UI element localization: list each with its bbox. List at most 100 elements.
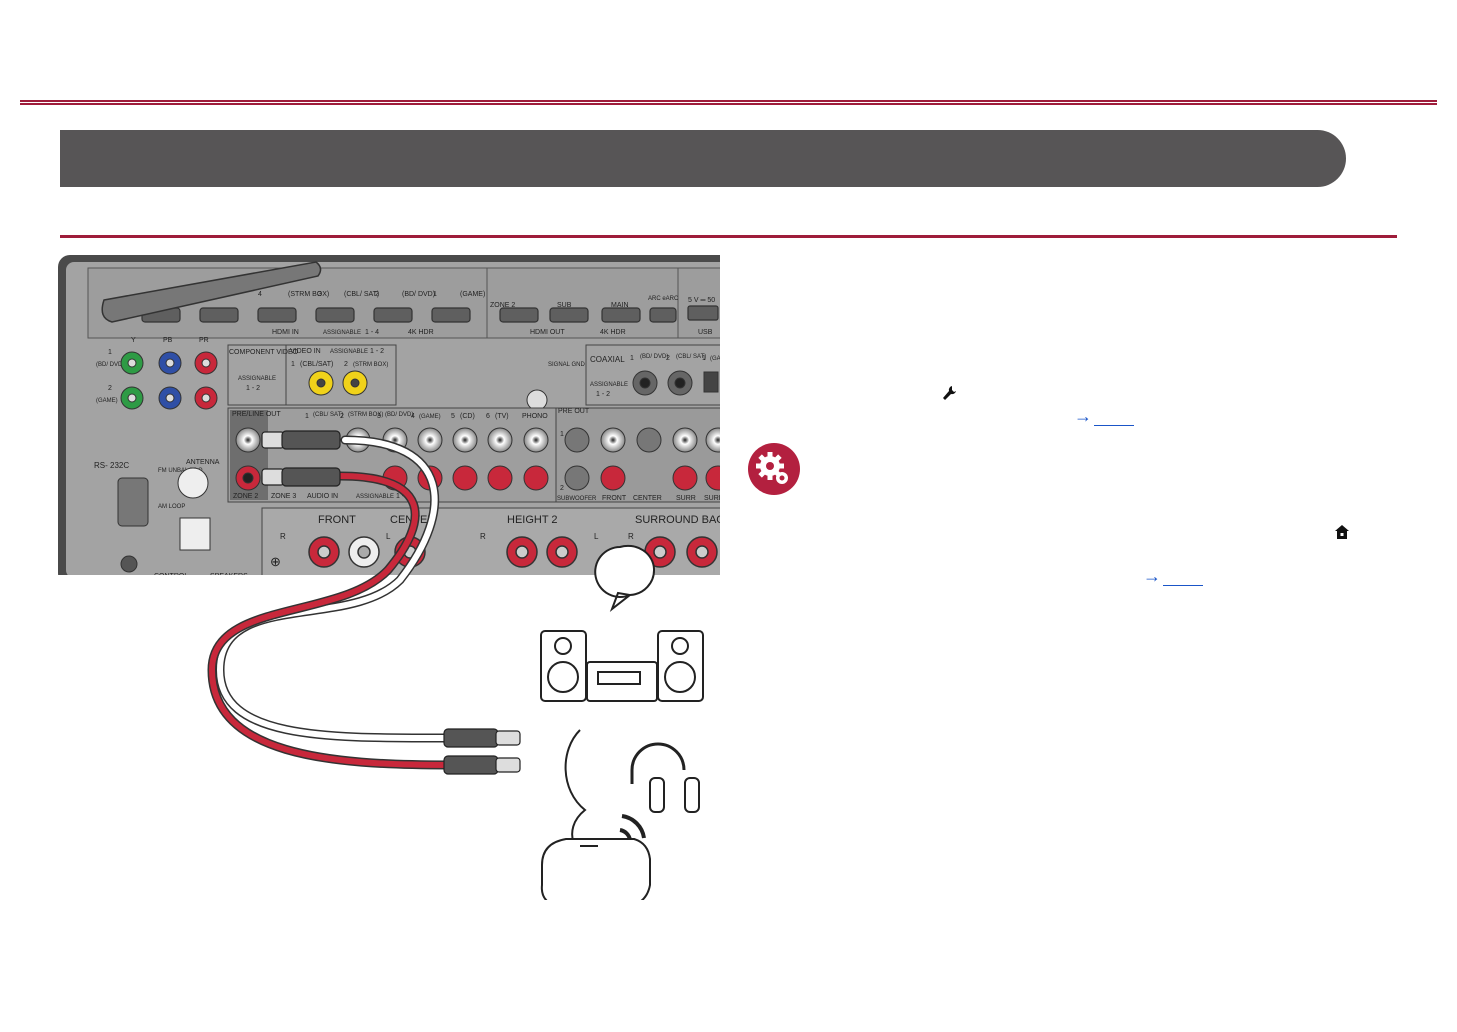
hdmi-in-4: 4 — [258, 291, 262, 298]
wireless-headphones-icon — [540, 729, 700, 900]
pre-out-surr-back: SURR — [704, 495, 724, 502]
hdmi-out-label: HDMI OUT — [530, 329, 565, 336]
hdmi-out-4k-hdr: 4K HDR — [600, 329, 626, 336]
gear-icon — [756, 452, 788, 484]
video-in-assignable: ASSIGNABLE — [330, 349, 368, 355]
audio-in-label: AUDIO IN — [307, 493, 338, 500]
usb-label: USB — [698, 329, 713, 336]
coaxial-range: 1 - 2 — [596, 391, 610, 398]
wireless-antenna — [101, 261, 322, 323]
rca-plugs-panel — [261, 430, 341, 487]
page-ref-link-1[interactable]: → — [1074, 406, 1134, 427]
hdmi-out-arc: ARC eARC — [648, 296, 679, 302]
hdmi-out-zone2: ZONE 2 — [490, 302, 515, 309]
connection-diagram: 4 (STRM BOX) 3 (CBL/ SAT) 2 (BD/ DVD) 1 … — [58, 255, 724, 900]
coaxial-1-num: 1 — [630, 355, 634, 362]
coaxial-2-num: 2 — [666, 355, 670, 362]
section-rule — [60, 235, 1397, 238]
hdmi-out-main: MAIN — [611, 302, 629, 309]
antenna-label: ANTENNA — [186, 459, 220, 466]
coaxial-1-name: (BD/ DVD) — [640, 354, 668, 360]
speaker-r3: R — [628, 532, 634, 541]
pre-out-sub-2: 2 — [560, 485, 564, 492]
hdmi-out-sub: SUB — [557, 302, 572, 309]
audio-in-3-name: (BD/ DVD) — [385, 412, 413, 418]
coaxial-assignable: ASSIGNABLE — [590, 382, 628, 388]
antenna-am: AM LOOP — [158, 504, 185, 510]
hdmi-in-1: 1 — [433, 291, 437, 298]
hdmi-in-cbl-sat: (CBL/ SAT) — [344, 291, 379, 298]
audio-in-2-name: (STRM BOX) — [348, 412, 383, 418]
signal-gnd: SIGNAL GND — [548, 362, 585, 368]
title-bar — [60, 130, 1346, 187]
audio-in-5-name: (CD) — [460, 413, 475, 420]
component-in2-num: 2 — [108, 385, 112, 392]
home-icon — [1335, 525, 1349, 539]
hdmi-in-strm-box: (STRM BOX) — [288, 291, 329, 298]
rca-cable — [207, 435, 453, 770]
optical-1-name: (GA — [710, 356, 721, 362]
audio-in-6-num: 6 — [486, 413, 490, 420]
page-ref-link-2[interactable]: → — [1143, 566, 1203, 587]
preline-out-label: PRE/LINE OUT — [232, 411, 281, 418]
speaker-plus: ⊕ — [270, 554, 281, 569]
component-assignable: ASSIGNABLE — [238, 376, 276, 382]
coaxial-label: COAXIAL — [590, 355, 625, 364]
zone2-label: ZONE 2 — [233, 493, 258, 500]
video-in-1-name: (CBL/SAT) — [300, 361, 333, 368]
speakers-label: SPEAKERS — [210, 573, 248, 580]
rear-panel: 4 (STRM BOX) 3 (CBL/ SAT) 2 (BD/ DVD) 1 … — [58, 255, 724, 580]
pre-out-subwoofer: SUBWOOFER — [557, 496, 597, 502]
component-range: 1 - 2 — [246, 385, 260, 392]
rca-plugs-free — [443, 728, 521, 775]
component-label: COMPONENT VIDEO — [229, 349, 299, 356]
optical-1-num: 1 — [702, 355, 706, 362]
hdmi-in-2: 2 — [375, 291, 379, 298]
video-in-label: VIDEO IN — [290, 348, 321, 355]
audio-in-3-num: 3 — [377, 413, 381, 420]
hdmi-in-3: 3 — [318, 291, 322, 298]
audio-in-6-name: (TV) — [495, 413, 509, 420]
component-y: Y — [131, 337, 136, 344]
audio-in-1-name: (CBL/ SAT) — [313, 412, 343, 418]
speaker-front: FRONT — [318, 514, 356, 526]
audio-in-2-num: 2 — [340, 413, 344, 420]
wrench-icon — [942, 385, 956, 404]
component-in2-name: (GAME) — [96, 398, 118, 404]
component-pb: PB — [163, 337, 173, 344]
antenna-fm: FM UNBAL 75 Ω — [158, 468, 203, 474]
audio-in-assignable: ASSIGNABLE — [356, 494, 394, 500]
hdmi-in-game: (GAME) — [460, 291, 485, 298]
pre-out-surr: SURR — [676, 495, 696, 502]
top-rule — [20, 100, 1437, 105]
video-in-2-name: (STRM BOX) — [353, 362, 388, 368]
speaker-surround-back: SURROUND BAC — [635, 514, 724, 526]
audio-in-4-num: 4 — [411, 413, 415, 420]
speaker-height2: HEIGHT 2 — [507, 514, 558, 526]
video-in-1-num: 1 — [291, 361, 295, 368]
hdmi-in-assignable: ASSIGNABLE — [323, 330, 361, 336]
component-pr: PR — [199, 337, 209, 344]
speaker-r2: R — [480, 532, 486, 541]
speaker-l2: L — [594, 532, 599, 541]
settings-badge — [748, 443, 800, 495]
pre-out-label: PRE OUT — [558, 408, 590, 415]
hdmi-in-label: HDMI IN — [272, 329, 299, 336]
component-in1-name: (BD/ DVD) — [96, 362, 124, 368]
coaxial-2-name: (CBL/ SAT) — [676, 354, 706, 360]
hdmi-in-bd-dvd: (BD/ DVD) — [402, 291, 435, 298]
page-ref-arrow-2: → — [1143, 566, 1161, 586]
control-label: CONTROL — [154, 573, 188, 580]
hdmi-in-4k-hdr: 4K HDR — [408, 329, 434, 336]
audio-in-4-name: (GAME) — [419, 414, 441, 420]
speaker-l1: L — [386, 532, 391, 541]
pre-out-front: FRONT — [602, 495, 627, 502]
usb-power: 5 V ═ 50 — [688, 297, 715, 304]
page-ref-arrow-1: → — [1074, 406, 1092, 426]
component-in1-num: 1 — [108, 349, 112, 356]
pre-out-center: CENTER — [633, 495, 662, 502]
zone3-label: ZONE 3 — [271, 493, 296, 500]
video-in-2-num: 2 — [344, 361, 348, 368]
stereo-system-icon — [540, 544, 704, 702]
audio-in-range: 1 - 6 — [396, 493, 410, 500]
